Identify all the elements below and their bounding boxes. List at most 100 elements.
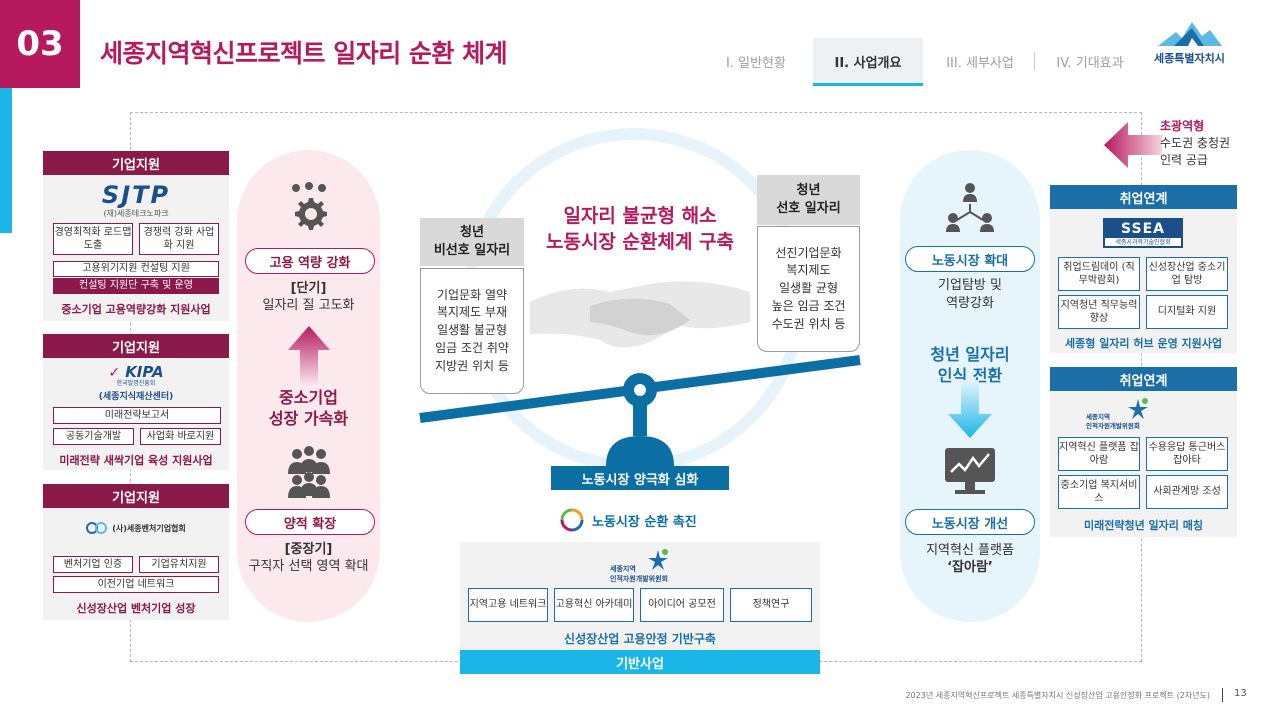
super-regional-info: 초광역형 수도권 충청권 인력 공급 bbox=[1160, 119, 1231, 167]
preferred-job-tag: 청년 선호 일자리 bbox=[757, 175, 860, 225]
card-head: 기업지원 bbox=[43, 151, 229, 175]
page-title: 세종지역혁신프로젝트 일자리 순환 체계 bbox=[100, 39, 508, 68]
market-improve-label: 노동시장 개선 bbox=[905, 509, 1035, 535]
card-footer: 신성장산업 벤처기업 성장 bbox=[76, 602, 196, 615]
sme-growth-text: 중소기업 성장 가속화 bbox=[268, 388, 349, 428]
hrd-council-logo: 세종지역 인적자원개발위원회 bbox=[610, 548, 730, 584]
tab-effects[interactable]: IV. 기대효과 bbox=[1056, 56, 1124, 71]
long-term-desc: 구직자 선택 영역 확대 bbox=[248, 559, 369, 574]
footer-separator bbox=[1222, 688, 1223, 702]
market-expand-label: 노동시장 확대 bbox=[905, 246, 1035, 272]
card-item: 지역혁신 플랫폼 잡아람 bbox=[1058, 437, 1140, 471]
long-term-text: [중장기] bbox=[284, 542, 333, 557]
card-head: 취업연계 bbox=[1050, 367, 1237, 391]
monitor-chart-icon bbox=[945, 448, 995, 494]
sejong-city-logo: 세종특별자치시 bbox=[1152, 20, 1248, 70]
card-item: 고용위기지원 컨설팅 지원 bbox=[53, 261, 219, 277]
network-people-icon bbox=[946, 183, 994, 232]
preferred-list: 선진기업문화 복지제도 일생활 균형 높은 임금 조건 수도권 위치 등 bbox=[757, 226, 860, 352]
card-item: 경영최적화 로드맵 도출 bbox=[53, 223, 133, 255]
base-project-label: 기반사업 bbox=[460, 650, 820, 674]
youth-perception-text: 청년 일자리 인식 전환 bbox=[930, 345, 1010, 385]
card-item: 경쟁력 강화 사업화 지원 bbox=[139, 223, 219, 255]
card-item: 지역청년 직무능력 향상 bbox=[1058, 295, 1140, 329]
short-term-text: [단기] bbox=[290, 281, 327, 296]
circulation-promote: 노동시장 순환 촉진 bbox=[560, 508, 730, 532]
card-footer: 세종형 일자리 허브 운영 지원사업 bbox=[1065, 337, 1222, 350]
sejong-mountain-icon bbox=[1158, 22, 1222, 46]
footer-text: 2023년 세종지역혁신프로젝트 세종특별자치시 신성장산업 고용안정화 프로젝… bbox=[905, 691, 1210, 700]
card-item: 벤처기업 인증 bbox=[53, 556, 133, 573]
org-name: (세종지식재산센터) bbox=[98, 392, 174, 402]
logo-text: 세종특별자치시 bbox=[1154, 52, 1225, 65]
down-arrow-icon bbox=[948, 380, 992, 438]
hrd-star-icon bbox=[648, 549, 668, 570]
card-ssea: 취업연계 SSEA 세종시과학기술인협회 취업드림데이 (직무박람회) 신성장산… bbox=[1050, 185, 1237, 353]
group-people-icon bbox=[288, 446, 330, 498]
card-head: 기업지원 bbox=[43, 334, 229, 358]
non-preferred-job-tag: 청년 비선호 일자리 bbox=[420, 218, 524, 266]
sjtp-logo: SJTP bbox=[101, 181, 171, 209]
hrd-council-logo: 세종지역 인적자원개발위원회 bbox=[1084, 397, 1204, 433]
card-footer: 중소기업 고용역량강화 지원사업 bbox=[61, 303, 211, 316]
tab-overview[interactable]: II. 사업개요 bbox=[813, 38, 923, 86]
venture-association-icon bbox=[86, 522, 108, 534]
base-item: 아이디어 공모전 bbox=[640, 588, 724, 622]
card-venture: 기업지원 (사)세종벤처기업협회 벤처기업 인증 기업유치지원 이전기업 네트워… bbox=[43, 484, 229, 620]
org-sub-name: 한국발명진흥회 bbox=[116, 380, 156, 387]
tab-general[interactable]: I. 일반현황 bbox=[726, 56, 786, 71]
card-item: 미래전략보고서 bbox=[53, 407, 221, 424]
card-head: 취업연계 bbox=[1050, 185, 1237, 209]
up-arrow-icon bbox=[288, 326, 330, 386]
left-pill-panel bbox=[237, 150, 380, 622]
page-number: 13 bbox=[1234, 688, 1247, 699]
left-accent-bar bbox=[0, 88, 12, 233]
kipa-check-icon: ✓ bbox=[108, 365, 121, 381]
hrd-star-icon bbox=[1128, 398, 1148, 419]
card-item: 사업화 바로지원 bbox=[140, 428, 221, 445]
card-kipa: 기업지원 ✓ KIPA 한국발명진흥회 (세종지식재산센터) 미래전략보고서 공… bbox=[43, 334, 229, 470]
tab-details[interactable]: III. 세부사업 bbox=[946, 56, 1014, 71]
card-sjtp: 기업지원 SJTP (재)세종테크노파크 경영최적화 로드맵 도출 경쟁력 강화… bbox=[43, 151, 229, 321]
base-item: 고용혁신 아카데미 bbox=[554, 588, 634, 622]
card-item: 신성장산업 중소기업 탐방 bbox=[1146, 257, 1228, 291]
ssea-logo: SSEA 세종시과학기술인협회 bbox=[1103, 218, 1183, 248]
balance-scale-icon bbox=[419, 355, 861, 466]
card-item: 중소기업 복지서비스 bbox=[1058, 475, 1140, 509]
card-item: 취업드림데이 (직무박람회) bbox=[1058, 257, 1140, 291]
base-item: 정책연구 bbox=[730, 588, 812, 622]
cycle-icon bbox=[560, 508, 584, 532]
base-panel: 세종지역 인적자원개발위원회 지역고용 네트워크 고용혁신 아카데미 아이디어 … bbox=[460, 542, 820, 652]
section-number: 03 bbox=[0, 0, 80, 88]
card-item: 기업유치지원 bbox=[139, 556, 219, 573]
card-footer: 미래전략 새싹기업 육성 지원사업 bbox=[59, 454, 213, 467]
card-head: 기업지원 bbox=[43, 484, 229, 508]
card-item: 공동기술개발 bbox=[53, 428, 134, 445]
card-item: 사회관계망 조성 bbox=[1146, 475, 1228, 509]
kipa-logo: ✓ KIPA bbox=[108, 363, 164, 381]
gear-people-icon bbox=[292, 182, 327, 230]
jobaram-name: ‘잡아람’ bbox=[947, 560, 993, 575]
base-footer: 신성장산업 고용안정 기반구축 bbox=[564, 632, 716, 646]
handshake-icon bbox=[530, 281, 750, 348]
base-item: 지역고용 네트워크 bbox=[468, 588, 548, 622]
venture-logo: (사)세종벤처기업협회 bbox=[43, 522, 229, 534]
center-title: 일자리 불균형 해소 노동시장 순환체계 구축 bbox=[545, 205, 735, 253]
capacity-boost-label: 고용 역량 강화 bbox=[245, 248, 375, 274]
platform-desc: 지역혁신 플랫폼 bbox=[926, 543, 1014, 558]
left-arrow-icon bbox=[1104, 122, 1162, 168]
card-item: 이전기업 네트워크 bbox=[53, 576, 219, 593]
quantity-expand-label: 양적 확장 bbox=[245, 509, 375, 535]
org-name: (재)세종테크노파크 bbox=[103, 209, 169, 218]
market-expand-desc: 기업탐방 및 역량강화 bbox=[938, 278, 1002, 312]
card-item: 컨설팅 지원단 구축 및 운영 bbox=[53, 278, 219, 294]
tab-separator bbox=[1034, 52, 1035, 70]
non-preferred-list: 기업문화 열약 복지제도 부재 일생활 불균형 임금 조건 취약 지방권 위치 … bbox=[420, 268, 524, 394]
card-item: 수용응답 통근버스 잡아타 bbox=[1146, 437, 1228, 471]
card-item: 디지털화 지원 bbox=[1146, 295, 1228, 329]
card-hrd-council: 취업연계 세종지역 인적자원개발위원회 지역혁신 플랫폼 잡아람 수용응답 통근… bbox=[1050, 367, 1237, 537]
page-header: 03 세종지역혁신프로젝트 일자리 순환 체계 I. 일반현황 II. 사업개요… bbox=[0, 0, 1280, 88]
polarization-label: 노동시장 양극화 심화 bbox=[551, 466, 729, 490]
card-footer: 미래전략청년 일자리 매칭 bbox=[1084, 519, 1203, 532]
short-term-desc: 일자리 질 고도화 bbox=[262, 298, 355, 313]
